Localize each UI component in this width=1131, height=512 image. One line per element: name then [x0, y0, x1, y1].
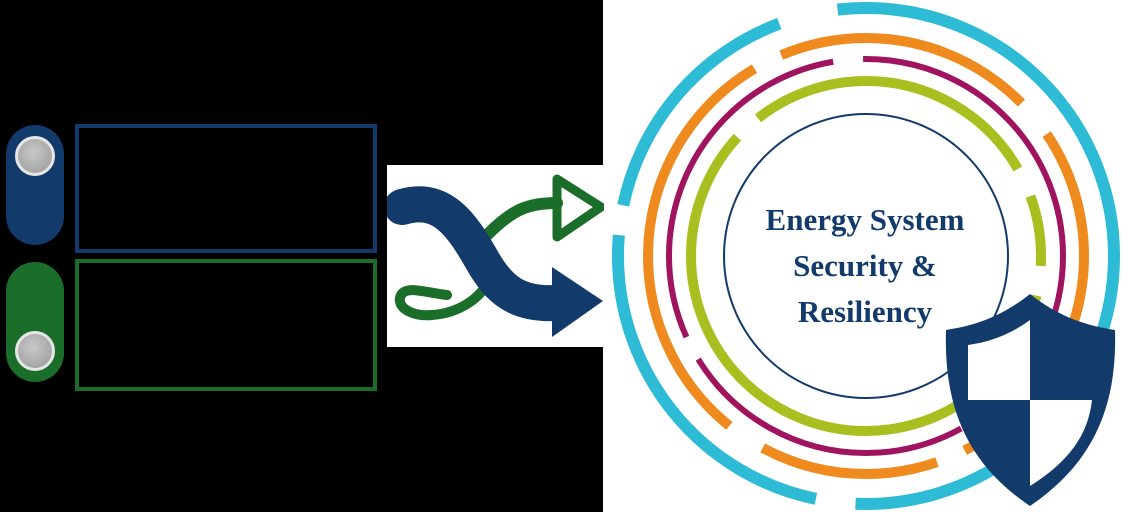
inner-circle [723, 113, 1009, 399]
shuffle-arrows-icon [387, 174, 604, 337]
toggle-knob-bottom [15, 331, 55, 371]
navy-s-arrow [387, 186, 575, 322]
orange-ring [643, 33, 1089, 479]
green-lower-loop [394, 278, 492, 321]
lime-ring [686, 76, 1046, 436]
title-line-2: Security & [793, 248, 937, 283]
center-title: Energy System Security & Resiliency [730, 197, 1000, 335]
top-box [75, 124, 377, 253]
toggle-knob-top [15, 136, 55, 176]
toggle-switch-bottom[interactable] [6, 262, 64, 382]
green-upper-arrowhead [552, 174, 604, 242]
bottom-box [75, 259, 377, 391]
title-line-3: Resiliency [797, 294, 933, 329]
toggle-switch-top[interactable] [6, 125, 64, 245]
green-upper-arrow [481, 197, 563, 241]
magenta-ring [666, 56, 1066, 456]
navy-arrowhead [552, 267, 603, 337]
cyan-ring [612, 2, 1120, 510]
shield-icon [945, 294, 1116, 506]
shuffle-tile [387, 165, 604, 347]
title-line-1: Energy System [765, 202, 965, 237]
